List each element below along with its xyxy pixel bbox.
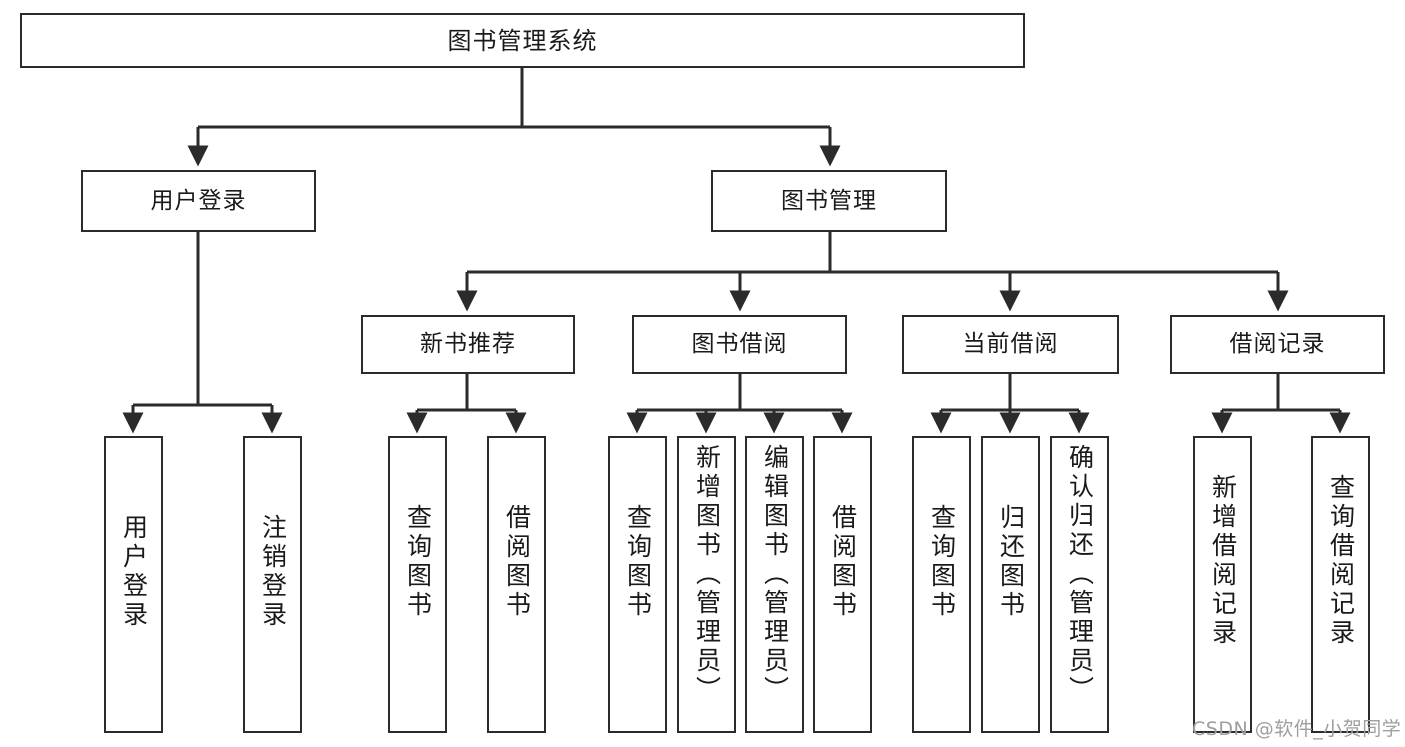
node-user-login[interactable]: 用户登录 <box>81 170 316 232</box>
node-root[interactable]: 图书管理系统 <box>20 13 1025 68</box>
node-leaf-logout[interactable]: 注销登录 <box>243 436 302 733</box>
node-leaf-query-book-3-label: 查询图书 <box>927 504 957 620</box>
node-leaf-confirm-return-label: 确认归还（管理员） <box>1065 444 1095 705</box>
node-leaf-query-book-3[interactable]: 查询图书 <box>912 436 971 733</box>
node-book-manage-label: 图书管理 <box>781 187 877 214</box>
node-leaf-borrow-book-2-label: 借阅图书 <box>828 504 858 620</box>
node-current-borrow[interactable]: 当前借阅 <box>902 315 1119 374</box>
node-leaf-query-book-2[interactable]: 查询图书 <box>608 436 667 733</box>
node-leaf-confirm-return[interactable]: 确认归还（管理员） <box>1050 436 1109 733</box>
node-new-book-rec[interactable]: 新书推荐 <box>361 315 575 374</box>
node-leaf-edit-book[interactable]: 编辑图书（管理员） <box>745 436 804 733</box>
node-leaf-return-book[interactable]: 归还图书 <box>981 436 1040 733</box>
node-root-label: 图书管理系统 <box>447 26 598 55</box>
node-leaf-add-record[interactable]: 新增借阅记录 <box>1193 436 1252 733</box>
node-leaf-add-record-label: 新增借阅记录 <box>1208 474 1238 648</box>
node-leaf-user-login[interactable]: 用户登录 <box>104 436 163 733</box>
node-leaf-user-login-label: 用户登录 <box>119 514 149 630</box>
node-new-book-rec-label: 新书推荐 <box>420 331 516 357</box>
node-leaf-add-book-label: 新增图书（管理员） <box>692 444 722 705</box>
node-leaf-borrow-book-2[interactable]: 借阅图书 <box>813 436 872 733</box>
node-leaf-query-book-1-label: 查询图书 <box>403 504 433 620</box>
node-leaf-query-book-1[interactable]: 查询图书 <box>388 436 447 733</box>
node-leaf-borrow-book-1-label: 借阅图书 <box>502 504 532 620</box>
node-leaf-query-book-2-label: 查询图书 <box>623 504 653 620</box>
node-book-borrow-label: 图书借阅 <box>691 331 788 357</box>
node-borrow-record-label: 借阅记录 <box>1229 331 1326 357</box>
node-leaf-edit-book-label: 编辑图书（管理员） <box>760 444 790 705</box>
node-leaf-borrow-book-1[interactable]: 借阅图书 <box>487 436 546 733</box>
node-book-manage[interactable]: 图书管理 <box>711 170 947 232</box>
node-leaf-return-book-label: 归还图书 <box>996 504 1026 620</box>
node-leaf-add-book[interactable]: 新增图书（管理员） <box>677 436 736 733</box>
csdn-watermark: CSDN @软件_小贺同学 <box>1192 718 1402 740</box>
node-borrow-record[interactable]: 借阅记录 <box>1170 315 1385 374</box>
node-user-login-label: 用户登录 <box>150 187 247 214</box>
node-book-borrow[interactable]: 图书借阅 <box>632 315 847 374</box>
node-leaf-logout-label: 注销登录 <box>258 514 288 630</box>
node-leaf-query-record-label: 查询借阅记录 <box>1326 474 1356 648</box>
node-current-borrow-label: 当前借阅 <box>962 331 1059 357</box>
node-leaf-query-record[interactable]: 查询借阅记录 <box>1311 436 1370 733</box>
